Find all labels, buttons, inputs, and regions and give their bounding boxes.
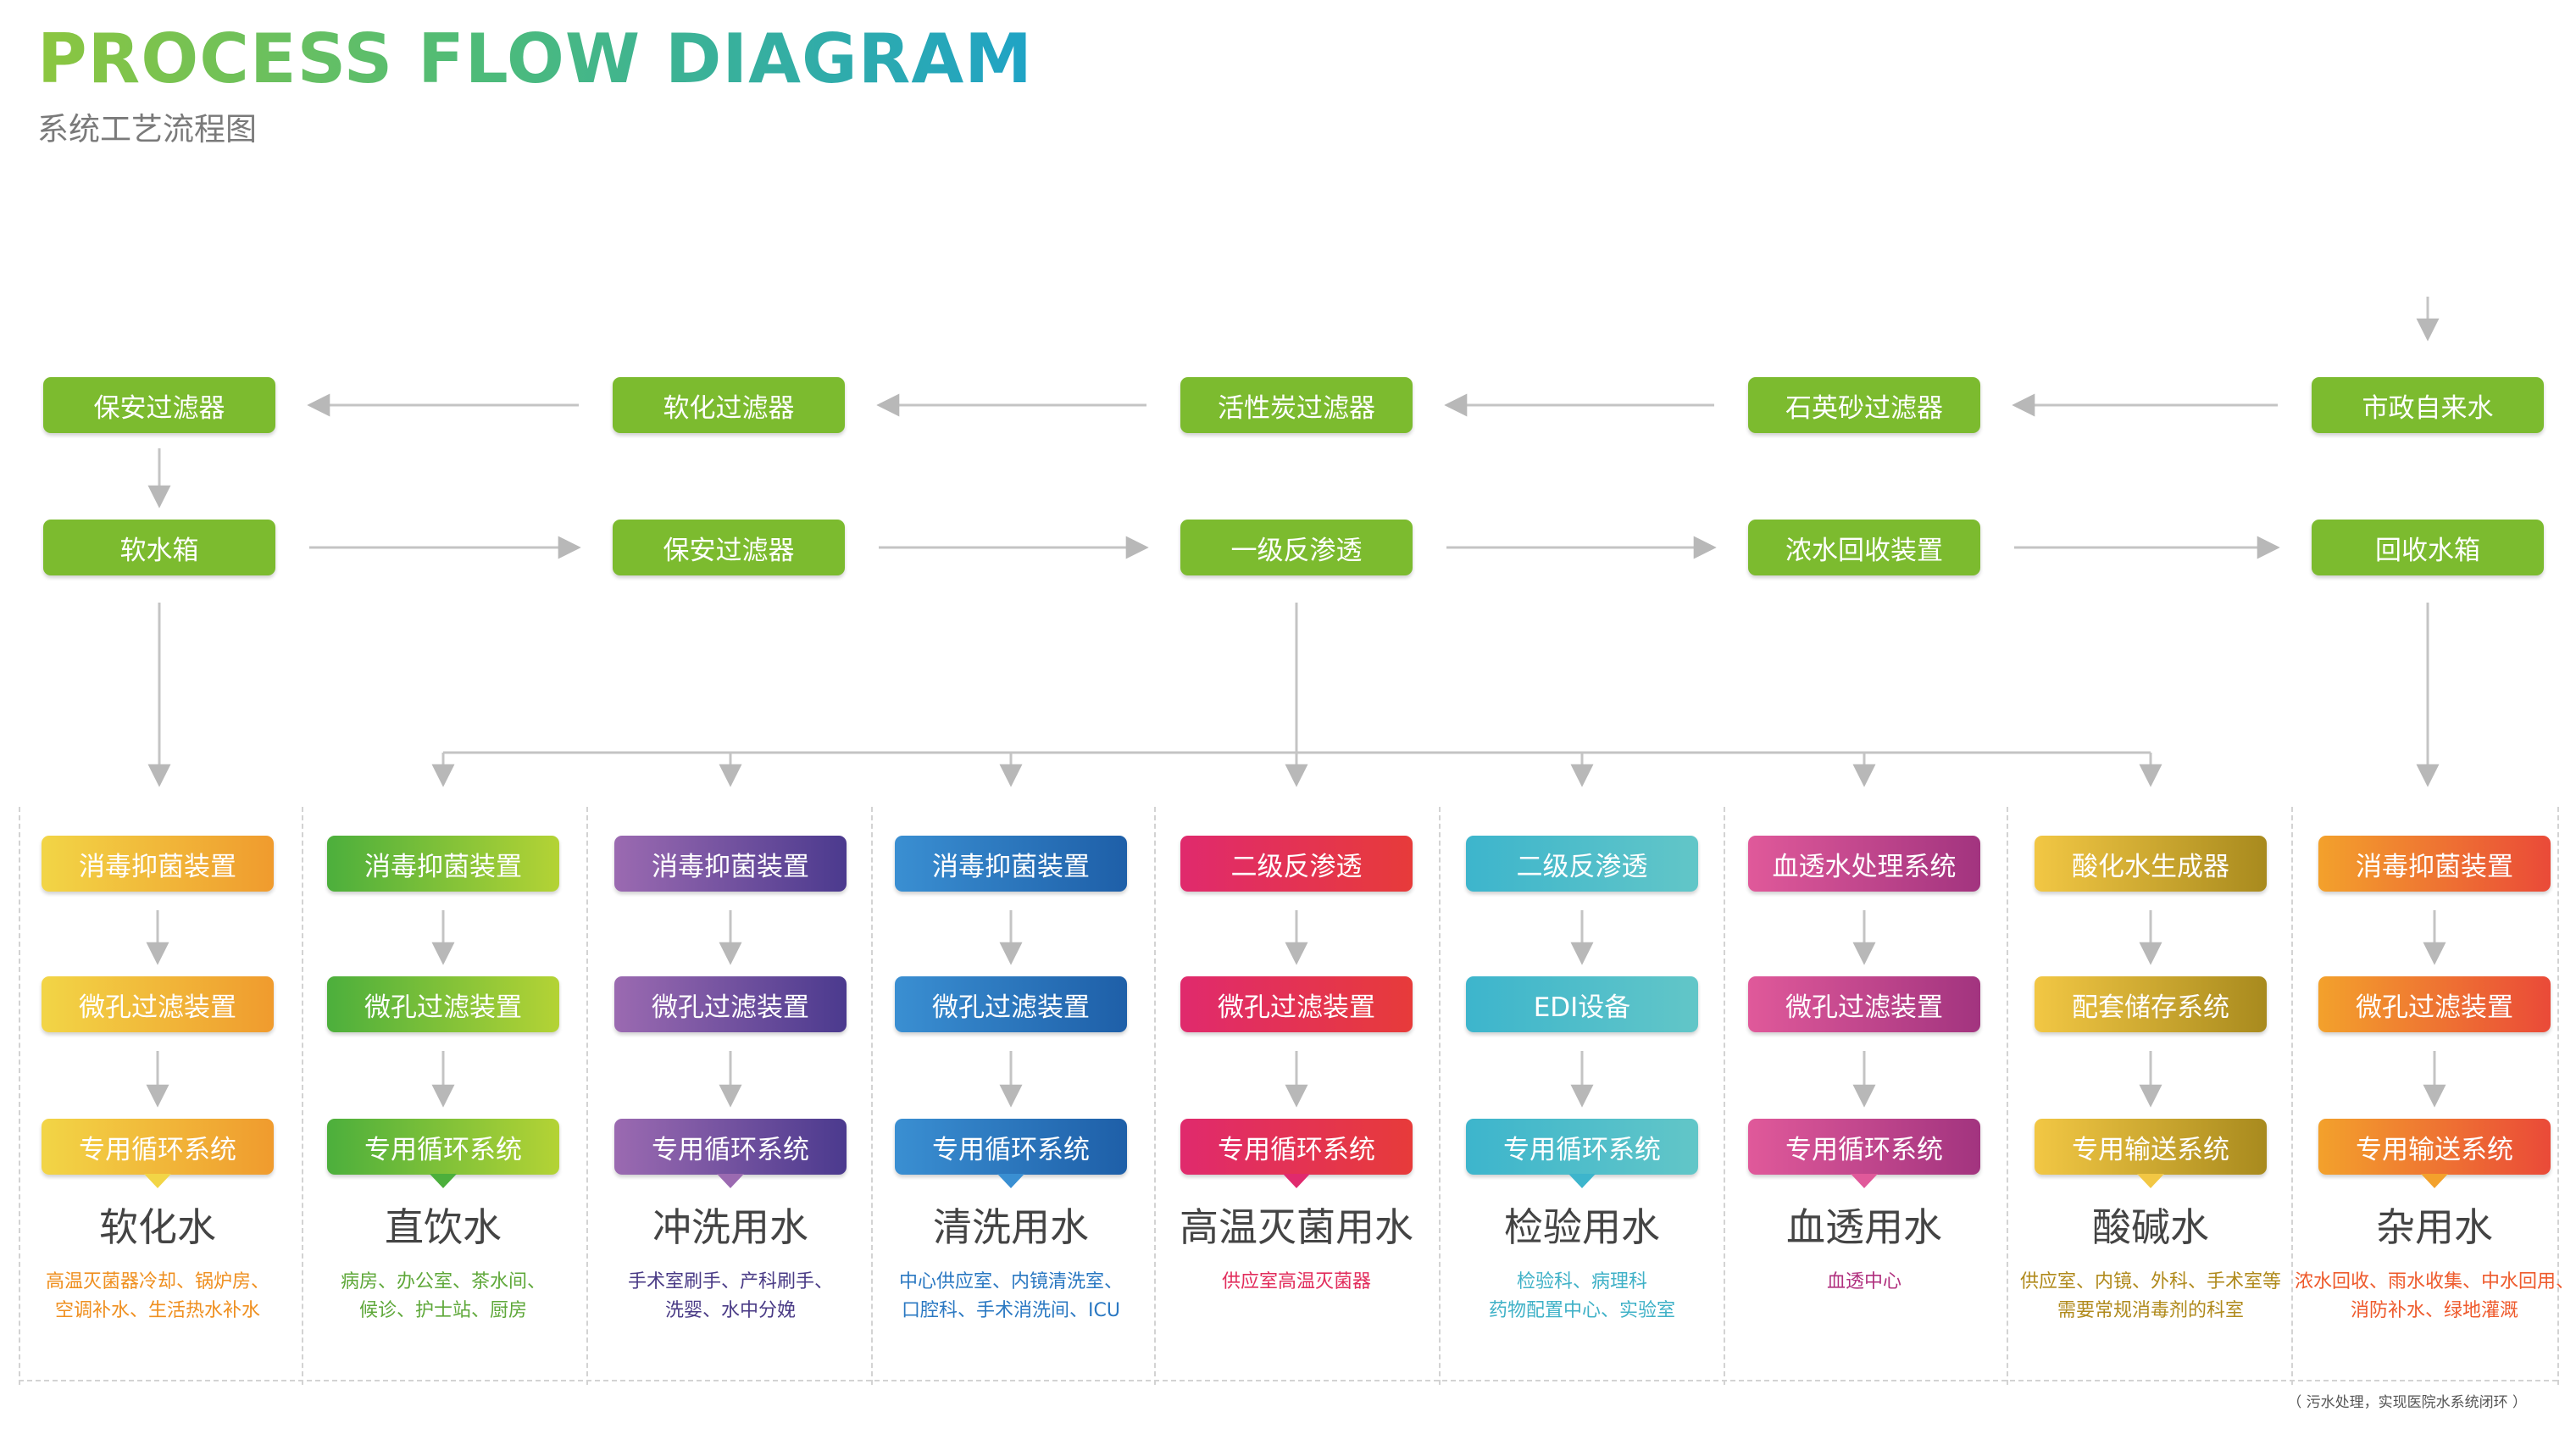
usage-line: 候诊、护士站、厨房 [358,1300,527,1321]
usage-description: 检验科、病理科药物配置中心、实验室 [1442,1268,1722,1326]
process-node: 活性炭过滤器 [1180,377,1413,433]
treatment-step: 专用循环系统 [895,1119,1127,1188]
usage-line: 口腔科、手术消洗间、ICU [902,1300,1120,1321]
usage-description: 浓水回收、雨水收集、中水回用、消防补水、绿地灌溉 [2295,1268,2574,1326]
usage-line: 手术室刷手、产科刷手、 [627,1271,833,1292]
column-divider [1724,807,1725,1385]
frame-border [19,1380,2557,1381]
column-divider [2291,807,2293,1385]
usage-line: 供应室、内镜、外科、手术室等 [2019,1271,2281,1292]
treatment-step: 微孔过滤装置 [327,976,559,1032]
treatment-step: 微孔过滤装置 [2318,976,2551,1032]
treatment-step: 消毒抑菌装置 [42,836,274,892]
usage-description: 供应室高温灭菌器 [1157,1268,1436,1297]
process-node: 保安过滤器 [43,377,275,433]
treatment-step: 专用循环系统 [327,1119,559,1188]
column-divider [1439,807,1441,1385]
usage-line: 消防补水、绿地灌溉 [2350,1300,2518,1321]
usage-line: 检验科、病理科 [1516,1271,1647,1292]
column-divider [586,807,588,1385]
treatment-step: 专用循环系统 [614,1119,847,1188]
column-divider [19,807,20,1385]
usage-description: 供应室、内镜、外科、手术室等需要常规消毒剂的科室 [2011,1268,2290,1326]
column-divider [871,807,873,1385]
treatment-step: 二级反渗透 [1466,836,1698,892]
treatment-step: 微孔过滤装置 [1748,976,1980,1032]
treatment-step: 血透水处理系统 [1748,836,1980,892]
water-type-label: 软化水 [99,1204,216,1250]
treatment-step: 消毒抑菌装置 [2318,836,2551,892]
usage-description: 高温灭菌器冷却、锅炉房、空调补水、生活热水补水 [18,1268,297,1326]
treatment-step: 专用输送系统 [2318,1119,2551,1188]
column-divider [1154,807,1156,1385]
water-type-label: 检验用水 [1504,1204,1660,1250]
water-type-label: 高温灭菌用水 [1180,1204,1413,1250]
treatment-step: EDI设备 [1466,976,1698,1032]
water-type-label: 直饮水 [385,1204,502,1250]
column-divider [302,807,303,1385]
process-node: 软水箱 [43,520,275,575]
process-node: 软化过滤器 [613,377,845,433]
usage-line: 供应室高温灭菌器 [1221,1271,1371,1292]
column-divider [2007,807,2008,1385]
usage-description: 中心供应室、内镜清洗室、口腔科、手术消洗间、ICU [871,1268,1151,1326]
process-node: 浓水回收装置 [1748,520,1980,575]
process-node: 市政自来水 [2312,377,2544,433]
water-type-label: 清洗用水 [933,1204,1089,1250]
column-divider [2557,807,2559,1385]
water-type-label: 杂用水 [2376,1204,2493,1250]
usage-description: 手术室刷手、产科刷手、洗婴、水中分娩 [591,1268,870,1326]
treatment-step: 微孔过滤装置 [895,976,1127,1032]
water-type-label: 冲洗用水 [652,1204,808,1250]
usage-line: 血透中心 [1826,1271,1901,1292]
diagram-title: PROCESS FLOW DIAGRAM [37,19,1033,98]
usage-description: 病房、办公室、茶水间、候诊、护士站、厨房 [303,1268,583,1326]
usage-line: 高温灭菌器冷却、锅炉房、 [45,1271,269,1292]
treatment-step: 消毒抑菌装置 [614,836,847,892]
water-type-label: 酸碱水 [2092,1204,2209,1250]
usage-description: 血透中心 [1724,1268,2004,1297]
treatment-step: 二级反渗透 [1180,836,1413,892]
treatment-step: 微孔过滤装置 [1180,976,1413,1032]
treatment-step: 专用循环系统 [1466,1119,1698,1188]
footnote: （ 污水处理，实现医院水系统闭环 ） [2287,1394,2527,1411]
usage-line: 药物配置中心、实验室 [1488,1300,1675,1321]
treatment-step: 专用循环系统 [1180,1119,1413,1188]
process-node: 石英砂过滤器 [1748,377,1980,433]
treatment-step: 专用循环系统 [1748,1119,1980,1188]
process-node: 保安过滤器 [613,520,845,575]
usage-line: 病房、办公室、茶水间、 [340,1271,546,1292]
process-node: 一级反渗透 [1180,520,1413,575]
treatment-step: 消毒抑菌装置 [895,836,1127,892]
treatment-step: 酸化水生成器 [2035,836,2267,892]
usage-line: 浓水回收、雨水收集、中水回用、 [2295,1271,2575,1292]
treatment-step: 微孔过滤装置 [614,976,847,1032]
treatment-step: 消毒抑菌装置 [327,836,559,892]
treatment-step: 专用输送系统 [2035,1119,2267,1188]
usage-line: 空调补水、生活热水补水 [54,1300,260,1321]
treatment-step: 配套储存系统 [2035,976,2267,1032]
usage-line: 中心供应室、内镜清洗室、 [898,1271,1123,1292]
diagram-subtitle: 系统工艺流程图 [37,111,257,147]
process-node: 回收水箱 [2312,520,2544,575]
water-type-label: 血透用水 [1786,1204,1942,1250]
treatment-step: 微孔过滤装置 [42,976,274,1032]
treatment-step: 专用循环系统 [42,1119,274,1188]
usage-line: 需要常规消毒剂的科室 [2057,1300,2244,1321]
usage-line: 洗婴、水中分娩 [664,1300,796,1321]
